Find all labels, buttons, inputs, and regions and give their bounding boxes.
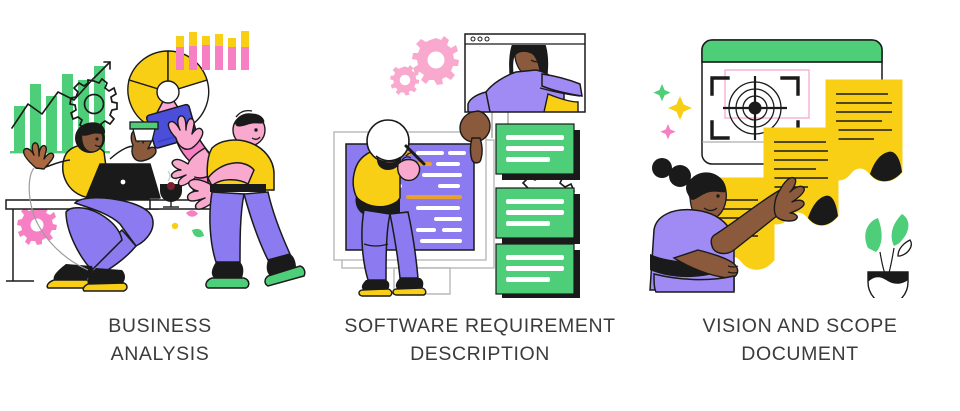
caption-software-requirement-description: SOFTWARE REQUIREMENT DESCRIPTION [320,312,640,368]
target-crosshair [710,76,800,140]
software-requirement-illustration [320,18,640,298]
browser-dots [470,36,490,42]
potted-plant [865,214,912,298]
caption-line: VISION AND SCOPE [702,315,898,337]
caption-vision-and-scope-document: VISION AND SCOPE DOCUMENT [640,312,960,368]
green-bar-chart [10,66,110,154]
person-in-video-call [467,45,583,112]
caption-line: SOFTWARE REQUIREMENT [344,315,616,337]
requirement-card [495,243,580,298]
panel-software-requirement-description: SOFTWARE REQUIREMENT DESCRIPTION [320,0,640,411]
pink-bar-chart [176,31,249,70]
vision-and-scope-illustration [640,18,960,298]
person-pointing [649,158,805,293]
person-with-magnifier [352,119,427,297]
scroll-document [825,79,903,182]
caption-line: BUSINESS [108,315,212,337]
caption-line: DOCUMENT [741,343,859,365]
pink-selection-rectangle [724,69,810,119]
panel-vision-and-scope-document: VISION AND SCOPE DOCUMENT [640,0,960,411]
caption-line: ANALYSIS [110,343,210,365]
requirement-card [495,187,580,244]
requirement-card [495,123,580,180]
seated-person-with-laptop [22,121,161,292]
green-requirement-cards [495,123,580,298]
business-analysis-illustration [0,18,320,298]
leaves [171,210,204,238]
standing-person-holding-pie-chart [167,109,306,289]
pink-gear [17,205,57,245]
video-call-window [464,33,586,113]
caption-business-analysis: BUSINESS ANALYSIS [0,312,320,368]
sparkles [653,84,692,140]
pointing-hand [459,110,491,164]
panel-business-analysis: BUSINESS ANALYSIS [0,0,320,411]
pink-gears [390,36,459,96]
caption-line: DESCRIPTION [410,343,550,365]
